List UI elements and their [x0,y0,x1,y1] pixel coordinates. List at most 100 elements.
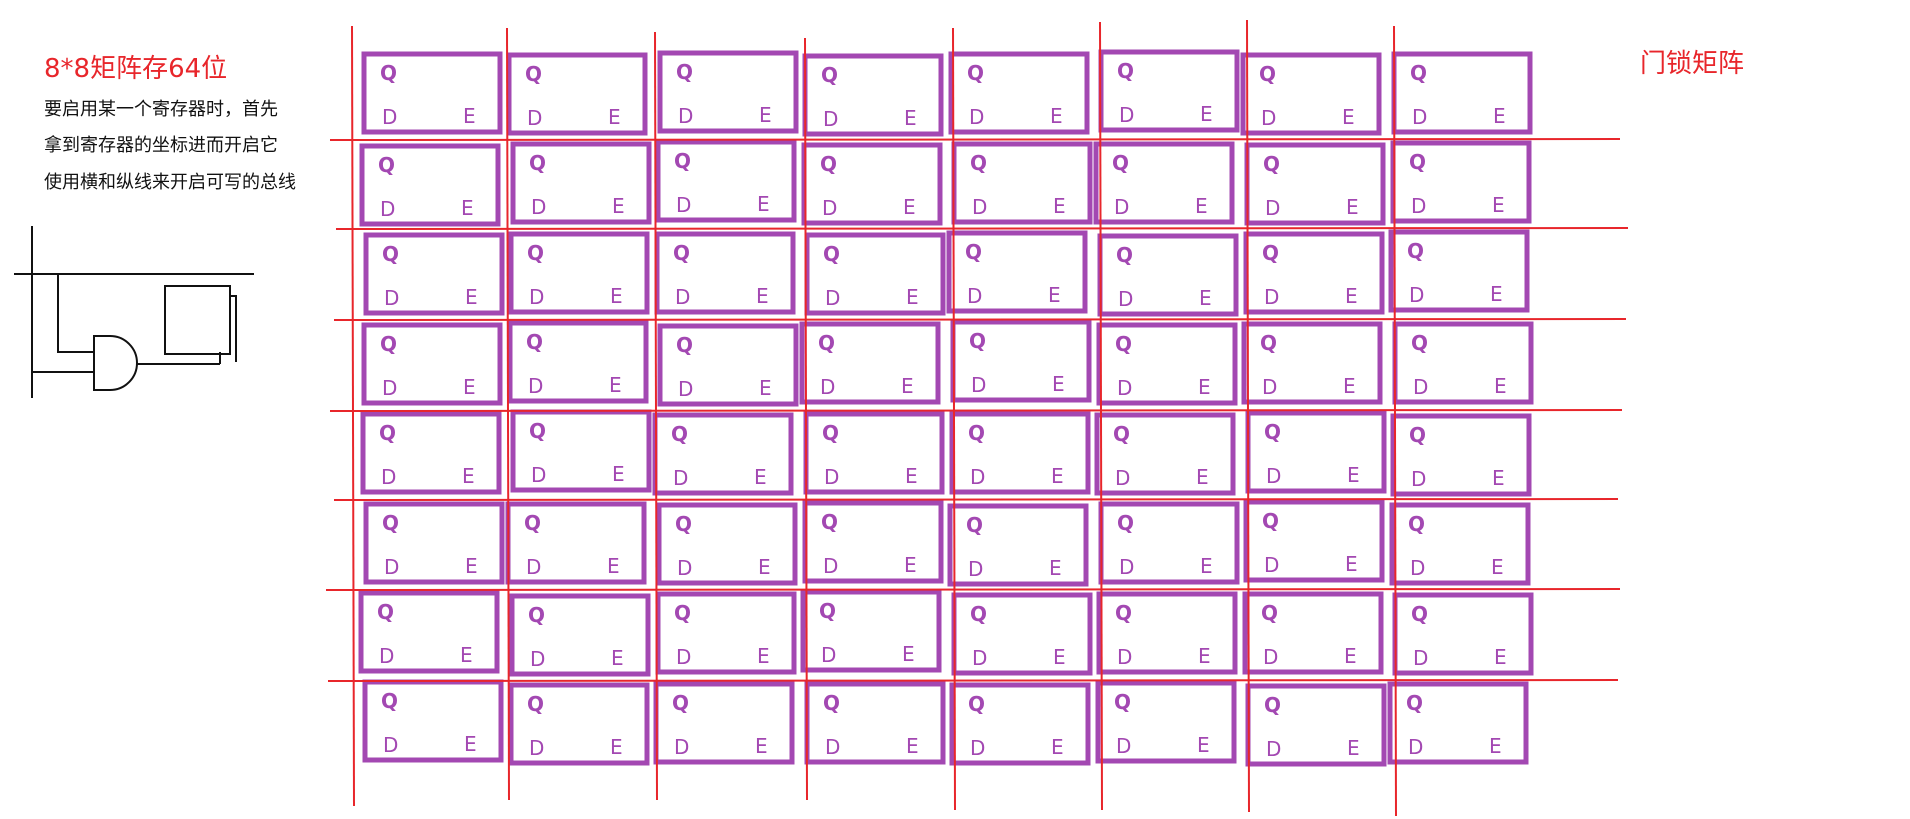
register-box [948,51,1090,135]
register-box [800,589,942,673]
register-e-label: E [1199,286,1212,310]
register-box [1093,141,1235,225]
column-select-line-2 [506,27,510,801]
register-q-label: Q [1259,62,1276,86]
register-q-label: Q [965,240,982,264]
register-cell-r7-c5: QD E [951,592,1093,676]
register-e-label: E [1343,374,1356,398]
register-d-label: D [1118,287,1133,311]
register-e-label: E [1345,284,1358,308]
register-d-label: D [1117,376,1132,400]
register-d-label: D [526,555,541,579]
register-q-label: Q [966,513,983,537]
register-q-label: Q [818,331,835,355]
register-q-label: Q [671,422,688,446]
register-d-label: D [678,377,693,401]
register-q-label: Q [524,511,541,535]
register-e-label: E [755,734,768,758]
register-box [363,501,505,585]
register-d-label: D [1119,555,1134,579]
register-box [1096,322,1238,406]
register-box [947,503,1089,587]
row-select-line-7 [327,679,1619,682]
register-d-label: D [676,645,691,669]
register-e-label: E [462,464,475,488]
register-e-label: E [609,373,622,397]
register-cell-r6-c5: QD E [947,503,1089,587]
register-box [1242,591,1384,675]
register-q-label: Q [672,691,689,715]
register-d-label: D [825,735,840,759]
register-d-label: D [678,104,693,128]
register-q-label: Q [526,330,543,354]
register-e-label: E [1053,645,1066,669]
register-box [1243,231,1385,315]
register-e-label: E [1049,556,1062,580]
register-e-label: E [464,732,477,756]
register-d-label: D [1263,645,1278,669]
register-box [508,231,650,315]
register-box [1240,52,1382,136]
register-q-label: Q [969,329,986,353]
row-select-line-5 [333,498,1619,501]
register-box [1387,681,1529,765]
register-q-label: Q [529,151,546,175]
register-box [1094,412,1236,496]
register-box [804,232,946,316]
column-select-line-6 [1099,21,1103,811]
register-d-label: D [968,557,983,581]
register-box [360,411,502,495]
register-e-label: E [901,374,914,398]
register-q-label: Q [820,152,837,176]
register-box [1243,499,1385,583]
row-select-line-1 [329,138,1621,141]
register-q-label: Q [823,691,840,715]
register-d-label: D [972,195,987,219]
register-d-label: D [972,646,987,670]
register-q-label: Q [380,61,397,85]
bus-lines [325,19,1629,817]
register-e-label: E [1347,463,1360,487]
register-d-label: D [1261,106,1276,130]
register-box [506,52,648,136]
column-select-line-3 [654,31,658,801]
register-q-label: Q [675,512,692,536]
column-select-line-8 [1393,25,1397,817]
register-e-label: E [905,464,918,488]
register-e-label: E [608,105,621,129]
register-e-label: E [1196,465,1209,489]
register-d-label: D [383,733,398,757]
register-e-label: E [607,554,620,578]
and-gate-schematic [14,226,254,398]
register-q-label: Q [1407,239,1424,263]
register-q-label: Q [970,151,987,175]
register-d-label: D [675,285,690,309]
register-q-label: Q [1410,61,1427,85]
register-d-label: D [1409,283,1424,307]
register-q-label: Q [970,602,987,626]
register-e-label: E [1051,464,1064,488]
register-q-label: Q [819,599,836,623]
register-q-label: Q [528,603,545,627]
register-box [1390,140,1532,224]
register-box [652,412,794,496]
register-q-label: Q [1262,241,1279,265]
